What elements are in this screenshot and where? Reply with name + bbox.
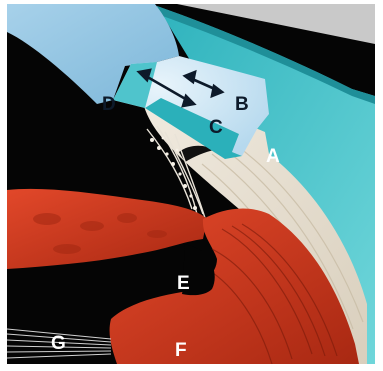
illustration-svg: A B C D E F G — [7, 4, 375, 364]
label-b: B — [235, 94, 249, 115]
label-d: D — [102, 94, 116, 115]
label-g: G — [51, 333, 66, 354]
label-f: F — [175, 340, 187, 361]
label-c: C — [209, 117, 223, 138]
label-e: E — [177, 273, 190, 294]
anatomy-illustration: A B C D E F G — [7, 4, 375, 364]
label-a: A — [266, 146, 280, 167]
iris-upper — [7, 189, 207, 269]
